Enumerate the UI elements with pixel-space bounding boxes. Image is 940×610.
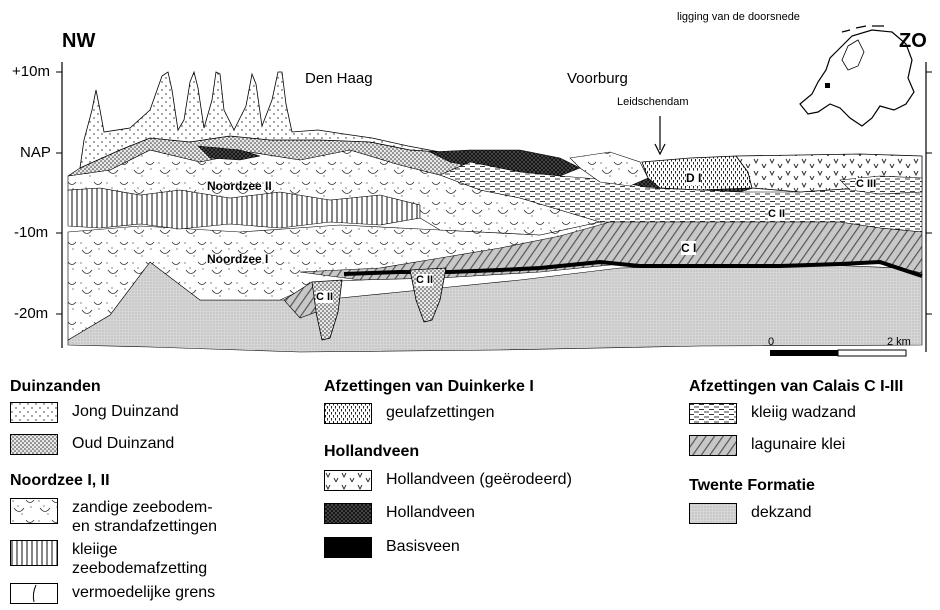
label-c2-right: C II (768, 208, 785, 220)
legend-label-kleiige-zeebodem: kleiige zeebodemafzetting (72, 540, 207, 578)
legend-title-duinkerke: Afzettingen van Duinkerke I (324, 378, 534, 396)
label-noordzee-1: Noordzee I (207, 252, 268, 266)
swatch-hollandveen (324, 503, 372, 524)
label-c2-b: C II (416, 274, 433, 286)
legend-item-hollandveen: Hollandveen (324, 503, 475, 524)
scale-bar-dark (770, 350, 838, 356)
location-map (800, 26, 914, 126)
legend-label-hollandveen: Hollandveen (386, 503, 475, 522)
direction-zo: ZO (899, 30, 927, 53)
legend-label-jong-duinzand: Jong Duinzand (72, 402, 179, 421)
legend-item-basisveen: Basisveen (324, 537, 460, 558)
place-den-haag: Den Haag (305, 70, 373, 87)
elevation-plus10: +10m (12, 63, 50, 80)
legend-label-vermoedelijke-grens: vermoedelijke grens (72, 583, 215, 602)
legend-item-geulafzettingen: geulafzettingen (324, 403, 495, 424)
legend-item-oud-duinzand: Oud Duinzand (10, 434, 174, 455)
elevation-min10: -10m (14, 224, 48, 241)
legend-title-calais: Afzettingen van Calais C I-III (689, 378, 903, 396)
place-voorburg: Voorburg (567, 70, 628, 87)
legend-label-oud-duinzand: Oud Duinzand (72, 434, 174, 453)
elevation-min20: -20m (14, 305, 48, 322)
swatch-basisveen (324, 537, 372, 558)
legend-item-vermoedelijke-grens: vermoedelijke grens (10, 583, 215, 604)
legend-title-duinzanden: Duinzanden (10, 378, 101, 396)
elevation-nap: NAP (20, 144, 51, 161)
label-noordzee-2: Noordzee II (207, 179, 272, 193)
swatch-dekzand (689, 503, 737, 524)
legend-item-kleiige-zeebodem: kleiige zeebodemafzetting (10, 540, 207, 578)
legend-label-lagunaire-klei: lagunaire klei (751, 435, 845, 454)
cross-section-diagram (0, 0, 940, 370)
scale-bar-light (838, 350, 906, 356)
legend-item-lagunaire-klei: lagunaire klei (689, 435, 845, 456)
swatch-kleiig-wadzand (689, 403, 737, 424)
scale-end: 2 km (887, 336, 911, 348)
legend-title-noordzee: Noordzee I, II (10, 472, 110, 490)
direction-nw: NW (62, 30, 95, 53)
label-c2-a: C II (316, 291, 333, 303)
legend-item-jong-duinzand: Jong Duinzand (10, 402, 179, 423)
swatch-kleiige-zeebodem (10, 540, 58, 566)
legend-label-zandige-zeebodem: zandige zeebodem- en strandafzettingen (72, 498, 217, 536)
label-c1: C I (681, 241, 696, 255)
legend-item-kleiig-wadzand: kleiig wadzand (689, 403, 856, 424)
label-c3: C III (856, 178, 876, 190)
legend-label-basisveen: Basisveen (386, 537, 460, 556)
swatch-lagunaire-klei (689, 435, 737, 456)
legend-label-kleiig-wadzand: kleiig wadzand (751, 403, 856, 422)
swatch-hollandveen-geerodeerd (324, 470, 372, 491)
legend-label-geulafzettingen: geulafzettingen (386, 403, 495, 422)
legend-item-zandige-zeebodem: zandige zeebodem- en strandafzettingen (10, 498, 217, 536)
section-location-marker (825, 83, 830, 88)
label-d1: D I (686, 171, 701, 185)
legend-item-dekzand: dekzand (689, 503, 812, 524)
swatch-zandige-zeebodem (10, 498, 58, 524)
swatch-oud-duinzand (10, 434, 58, 455)
place-leidschendam: Leidschendam (617, 96, 689, 108)
map-caption: ligging van de doorsnede (677, 11, 800, 23)
legend-title-twente: Twente Formatie (689, 477, 815, 495)
legend-label-dekzand: dekzand (751, 503, 812, 522)
scale-start: 0 (768, 336, 774, 348)
legend-item-hollandveen-geerodeerd: Hollandveen (geërodeerd) (324, 470, 572, 491)
legend-label-hollandveen-geerodeerd: Hollandveen (geërodeerd) (386, 470, 572, 489)
swatch-jong-duinzand (10, 402, 58, 423)
swatch-vermoedelijke-grens (10, 583, 58, 604)
legend-title-hollandveen: Hollandveen (324, 443, 419, 461)
swatch-geulafzettingen (324, 403, 372, 424)
